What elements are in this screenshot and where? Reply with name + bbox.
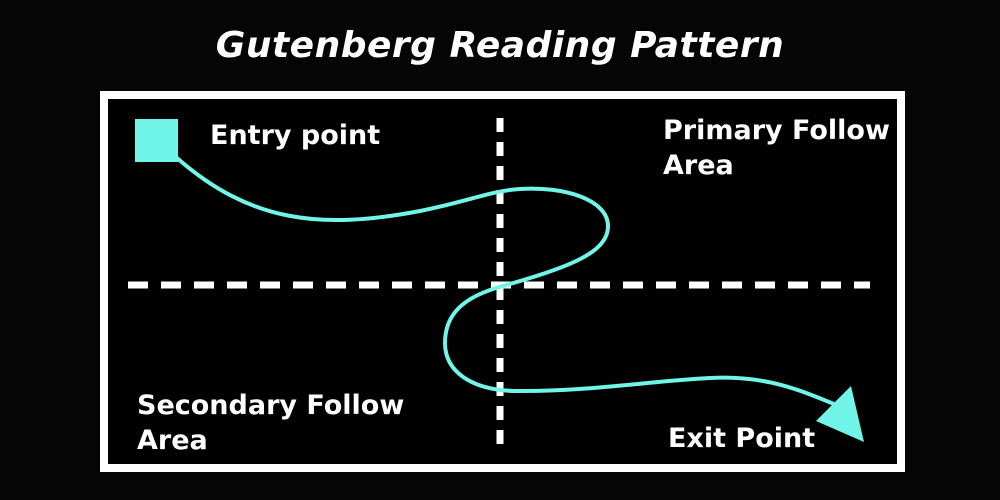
exit-point-label: Exit Point bbox=[668, 423, 816, 454]
entry-point-label: Entry point bbox=[210, 120, 381, 151]
secondary-follow-area-label: Secondary Follow Area bbox=[137, 390, 405, 456]
reading-path-curve bbox=[175, 156, 836, 406]
primary-follow-area-label: Primary Follow Area bbox=[663, 115, 890, 181]
entry-point-marker-icon bbox=[135, 119, 178, 162]
page-title: Gutenberg Reading Pattern bbox=[215, 25, 785, 66]
exit-arrow-icon bbox=[816, 386, 864, 442]
